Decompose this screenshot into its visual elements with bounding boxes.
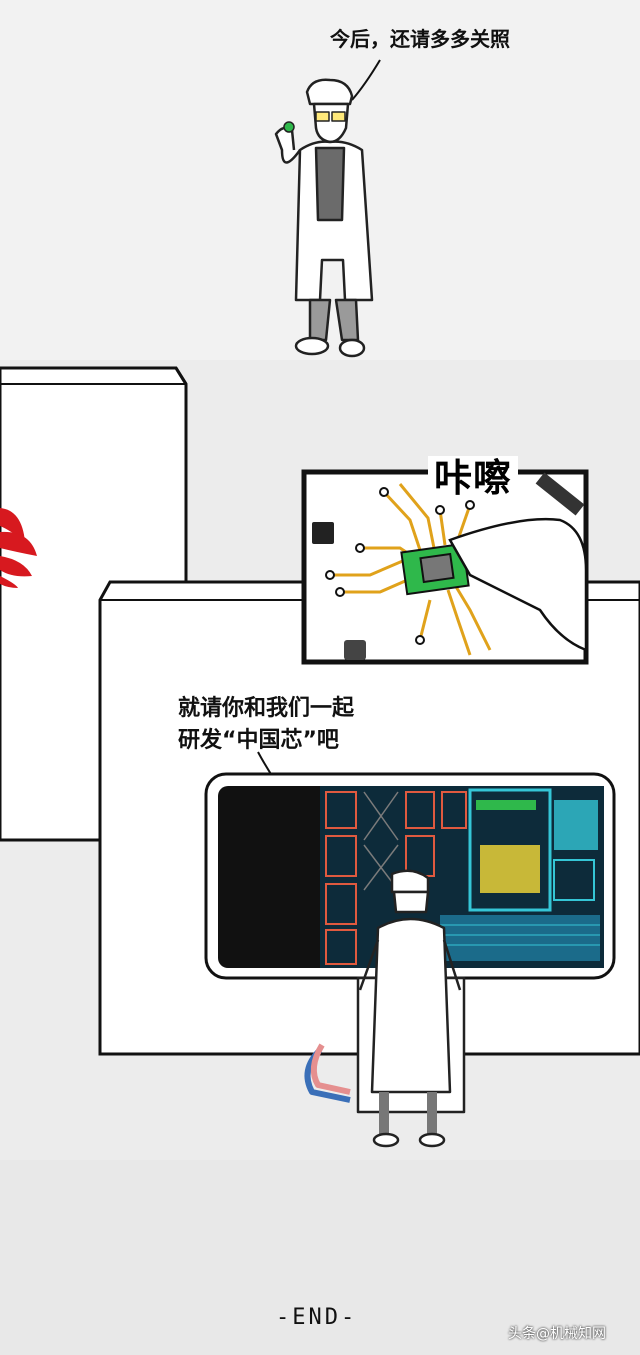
scientist-at-terminal	[304, 869, 466, 1148]
watermark: 头条@机械知网	[508, 1326, 606, 1342]
scientist-holding-chip	[274, 78, 374, 358]
end-label: -END-	[276, 1305, 358, 1330]
chip-closeup-panel	[301, 469, 589, 665]
speech-bubble-line-1: 就请你和我们一起	[178, 696, 355, 721]
speech-bubble-line-2: 研发“中国芯”吧	[178, 728, 339, 753]
sound-effect: 咔嚓	[428, 456, 519, 500]
speech-bubble-top: 今后，还请多多关照	[330, 27, 510, 51]
petal-logo	[0, 508, 37, 588]
